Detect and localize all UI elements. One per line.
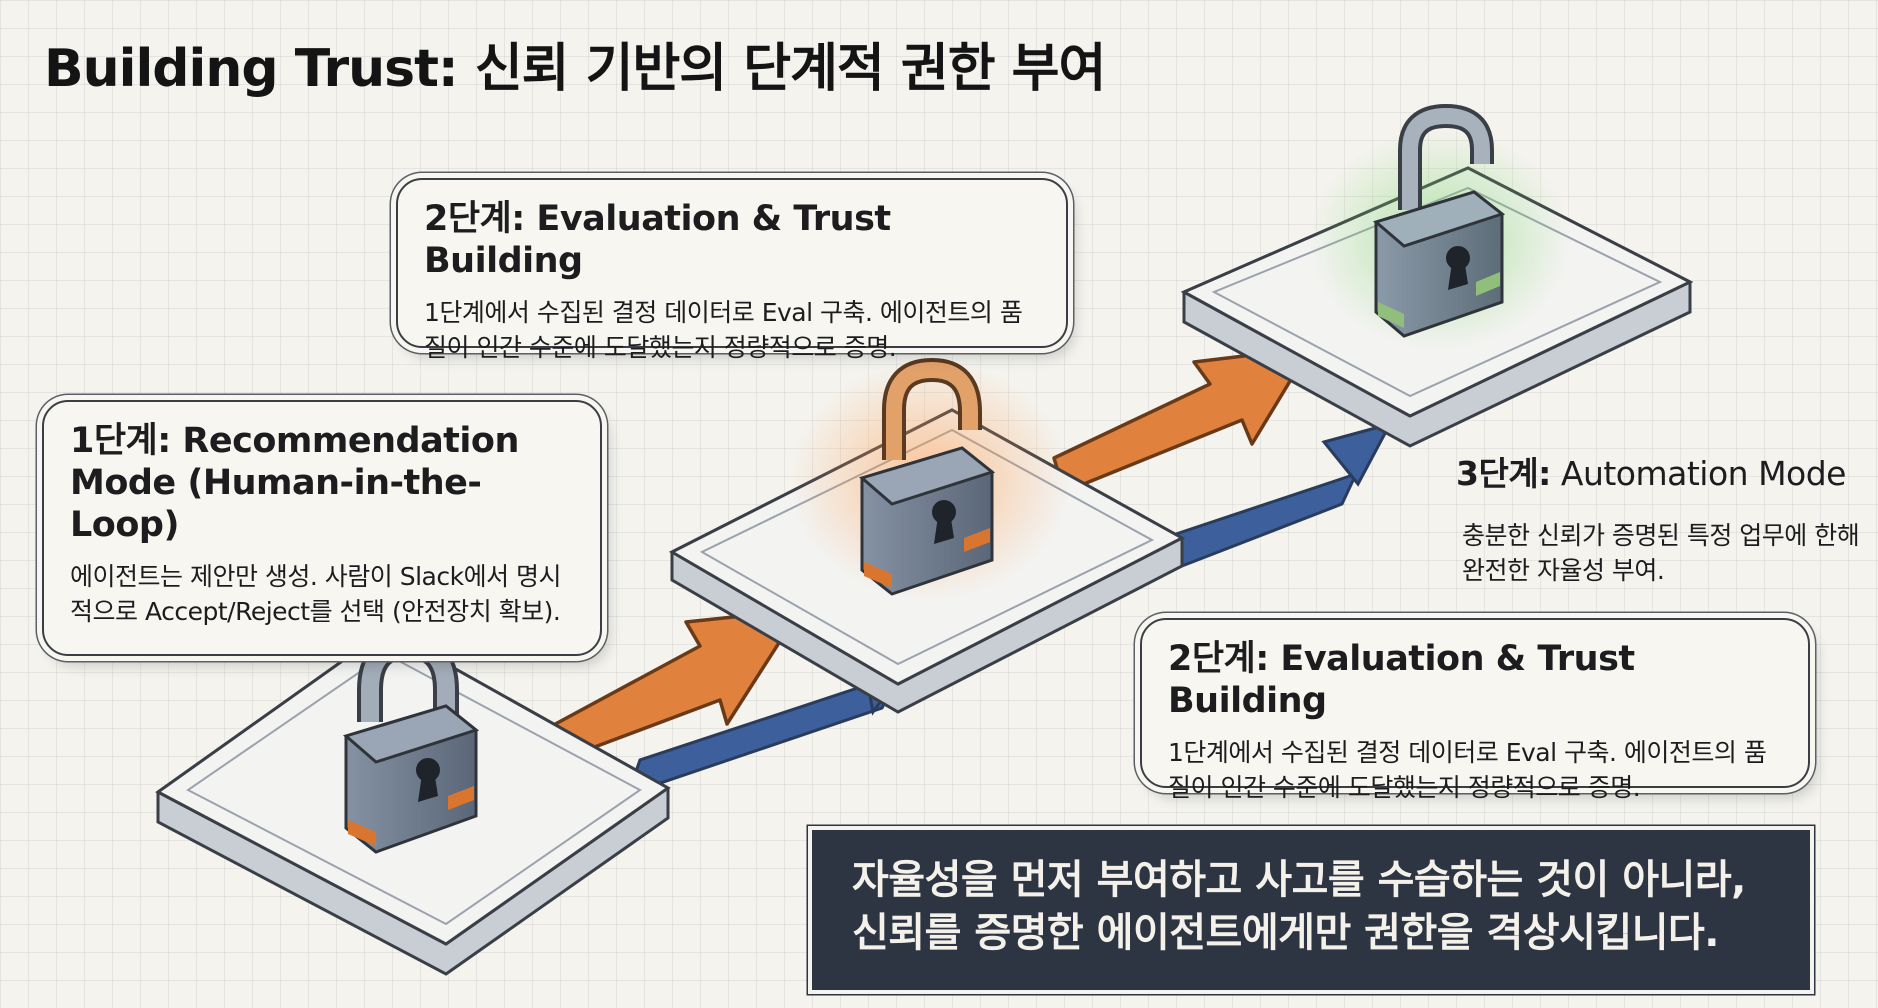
stage2-top-heading: 2단계: Evaluation & Trust Building	[424, 199, 891, 281]
stage2-top-body: 1단계에서 수집된 결정 데이터로 Eval 구축. 에이전트의 품질이 인간 …	[424, 298, 1023, 362]
stage3-heading-prefix: 3단계:	[1456, 454, 1551, 493]
stage1-card: 1단계: Recommendation Mode (Human-in-the-L…	[42, 400, 602, 656]
callout-line-1: 자율성을 먼저 부여하고 사고를 수습하는 것이 아니라,	[852, 857, 1746, 903]
stage2-card-bottom: 2단계: Evaluation & Trust Building 1단계에서 수…	[1140, 618, 1810, 802]
stage2-bottom-body: 1단계에서 수집된 결정 데이터로 Eval 구축. 에이전트의 품질이 인간 …	[1168, 738, 1767, 802]
page-title: Building Trust: 신뢰 기반의 단계적 권한 부여	[44, 39, 1106, 99]
stage1-body: 에이전트는 제안만 생성. 사람이 Slack에서 명시적으로 Accept/R…	[70, 562, 562, 626]
stage2-bottom-heading: 2단계: Evaluation & Trust Building	[1168, 639, 1635, 721]
callout-line-2: 신뢰를 증명한 에이전트에게만 권한을 격상시킵니다.	[852, 909, 1720, 956]
half-open-padlock-icon	[790, 357, 1070, 600]
open-padlock-icon	[1310, 103, 1570, 350]
stage3-body: 충분한 신뢰가 증명된 특정 업무에 한해 완전한 자율성 부여.	[1462, 520, 1860, 585]
stage3-label: 3단계: Automation Mode 충분한 신뢰가 증명된 특정 업무에 …	[1440, 454, 1860, 588]
stage3-heading-rest: Automation Mode	[1550, 454, 1847, 493]
key-message-callout: 자율성을 먼저 부여하고 사고를 수습하는 것이 아니라, 신뢰를 증명한 에이…	[812, 830, 1810, 990]
stage3-heading: 3단계: Automation Mode	[1456, 454, 1860, 494]
stage1-heading: 1단계: Recommendation Mode (Human-in-the-L…	[70, 421, 519, 545]
blue-arrow-2	[1168, 421, 1393, 568]
stage2-card-top: 2단계: Evaluation & Trust Building 1단계에서 수…	[396, 178, 1068, 362]
orange-arrow-2	[1052, 346, 1312, 494]
